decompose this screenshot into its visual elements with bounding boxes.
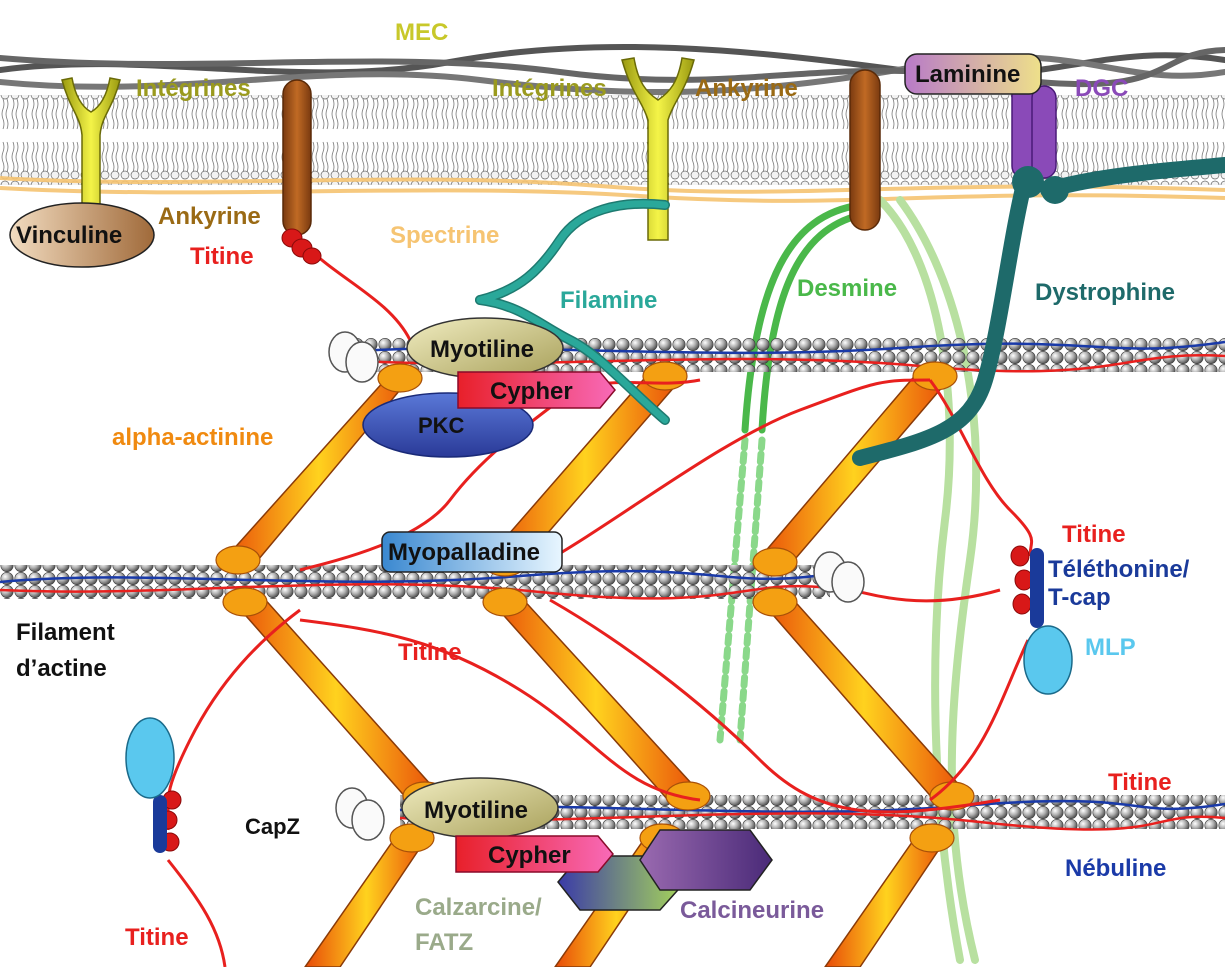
label-dystrophine: Dystrophine <box>1035 279 1175 306</box>
telethonine-left <box>153 795 167 853</box>
capz-bottom <box>336 788 384 840</box>
label-calcineurine: Calcineurine <box>680 897 824 924</box>
mlp-right <box>1024 626 1072 694</box>
label-myopalladine: Myopalladine <box>388 539 540 566</box>
label-dgc: DGC <box>1075 75 1128 102</box>
ankyrine-left-protein <box>283 80 311 235</box>
label-titine-bottom: Titine <box>125 924 189 951</box>
label-alpha-actinine: alpha-actinine <box>112 424 273 451</box>
label-filament-line2: d’actine <box>16 655 107 682</box>
label-mlp: MLP <box>1085 634 1136 661</box>
label-cypher-bottom: Cypher <box>488 842 571 869</box>
label-calzarcine-line1: Calzarcine/ <box>415 894 542 921</box>
label-titine-top: Titine <box>190 243 254 270</box>
label-cypher-top: Cypher <box>490 378 573 405</box>
label-vinculine: Vinculine <box>16 222 122 249</box>
label-mec: MEC <box>395 19 448 46</box>
label-telethonine: Téléthonine/ <box>1048 556 1190 583</box>
label-tcap: T-cap <box>1048 584 1111 611</box>
label-ankyrine-top: Ankyrine <box>695 75 798 102</box>
label-myotiline-top: Myotiline <box>430 336 534 363</box>
label-capz: CapZ <box>245 814 300 839</box>
dystrophine-node-right <box>1041 176 1069 204</box>
telethonine-right <box>1030 548 1044 628</box>
label-desmine: Desmine <box>797 275 897 302</box>
mlp-left <box>126 718 174 798</box>
label-calzarcine-line2: FATZ <box>415 929 473 956</box>
label-titine-right-low: Titine <box>1108 769 1172 796</box>
label-integrines-right: Intégrines <box>492 75 607 102</box>
calcineurine-shape <box>640 830 772 890</box>
label-titine-right: Titine <box>1062 521 1126 548</box>
label-ankyrine-left: Ankyrine <box>158 203 261 230</box>
label-integrines-left: Intégrines <box>136 75 251 102</box>
label-titine-mid: Titine <box>398 639 462 666</box>
label-filamine: Filamine <box>560 287 657 314</box>
label-nebuline: Nébuline <box>1065 855 1166 882</box>
label-filament-line1: Filament <box>16 619 115 646</box>
ankyrine-right-protein <box>850 70 880 230</box>
label-laminine: Laminine <box>915 61 1020 88</box>
dystrophine-node <box>1012 166 1044 198</box>
label-pkc: PKC <box>418 413 465 438</box>
label-myotiline-bottom: Myotiline <box>424 797 528 824</box>
label-spectrine: Spectrine <box>390 222 499 249</box>
